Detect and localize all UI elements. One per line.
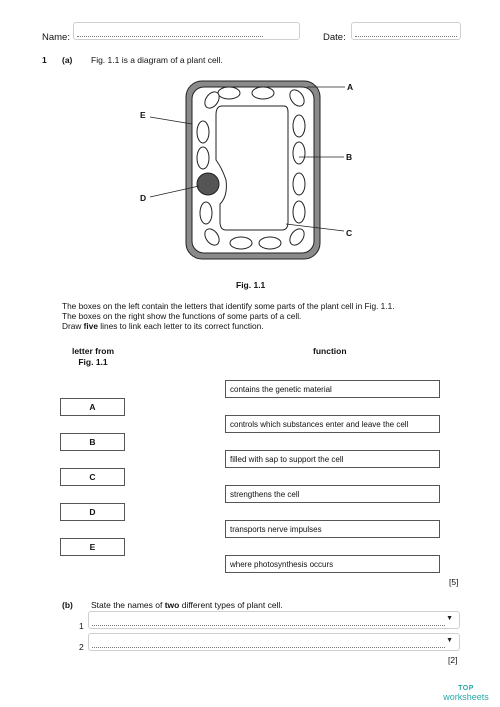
chevron-down-icon: ▼ — [446, 637, 453, 644]
label-B: B — [346, 152, 353, 162]
answer-1-dropdown[interactable]: ▼ — [88, 611, 460, 629]
nucleus — [196, 172, 220, 196]
instructions: The boxes on the left contain the letter… — [62, 301, 482, 331]
vacuole — [215, 105, 289, 231]
letter-column-header: letter from Fig. 1.1 — [71, 346, 115, 367]
part-b-question: State the names of two different types o… — [91, 600, 283, 610]
marks-b: [2] — [448, 655, 458, 665]
function-box-4[interactable]: strengthens the cell — [225, 485, 440, 503]
label-E: E — [140, 110, 146, 120]
letter-box-D[interactable]: D — [60, 503, 125, 521]
name-input[interactable] — [73, 22, 300, 40]
part-b-label: (b) — [62, 600, 73, 610]
letter-box-B[interactable]: B — [60, 433, 125, 451]
letter-box-E[interactable]: E — [60, 538, 125, 556]
date-label: Date: — [323, 32, 346, 43]
instruction-line-2: The boxes on the right show the function… — [62, 311, 302, 321]
label-lines — [149, 86, 345, 232]
function-box-1[interactable]: contains the genetic material — [225, 380, 440, 398]
function-box-3[interactable]: filled with sap to support the cell — [225, 450, 440, 468]
marks-a: [5] — [449, 577, 459, 587]
question-number: 1 — [42, 55, 47, 65]
part-a-intro: Fig. 1.1 is a diagram of a plant cell. — [91, 55, 223, 65]
answer-number-2: 2 — [79, 642, 84, 652]
plant-cell-diagram — [149, 80, 345, 260]
date-input[interactable] — [351, 22, 461, 40]
label-A: A — [347, 82, 354, 92]
chevron-down-icon: ▼ — [446, 615, 453, 622]
answer-2-dropdown[interactable]: ▼ — [88, 633, 460, 651]
letter-box-C[interactable]: C — [60, 468, 125, 486]
answer-number-1: 1 — [79, 621, 84, 631]
function-box-6[interactable]: where photosynthesis occurs — [225, 555, 440, 573]
brand-logo: TOP worksheets — [443, 685, 489, 702]
function-box-5[interactable]: transports nerve impulses — [225, 520, 440, 538]
instruction-line-1: The boxes on the left contain the letter… — [62, 301, 395, 311]
letter-box-A[interactable]: A — [60, 398, 125, 416]
function-box-2[interactable]: controls which substances enter and leav… — [225, 415, 440, 433]
label-D: D — [140, 193, 147, 203]
instruction-line-3: Draw five lines to link each letter to i… — [62, 321, 264, 331]
label-C: C — [346, 228, 353, 238]
function-column-header: function — [313, 346, 347, 356]
chloroplasts — [196, 86, 306, 250]
figure-caption: Fig. 1.1 — [236, 280, 266, 290]
part-a-label: (a) — [62, 55, 73, 65]
name-label: Name: — [42, 32, 70, 43]
